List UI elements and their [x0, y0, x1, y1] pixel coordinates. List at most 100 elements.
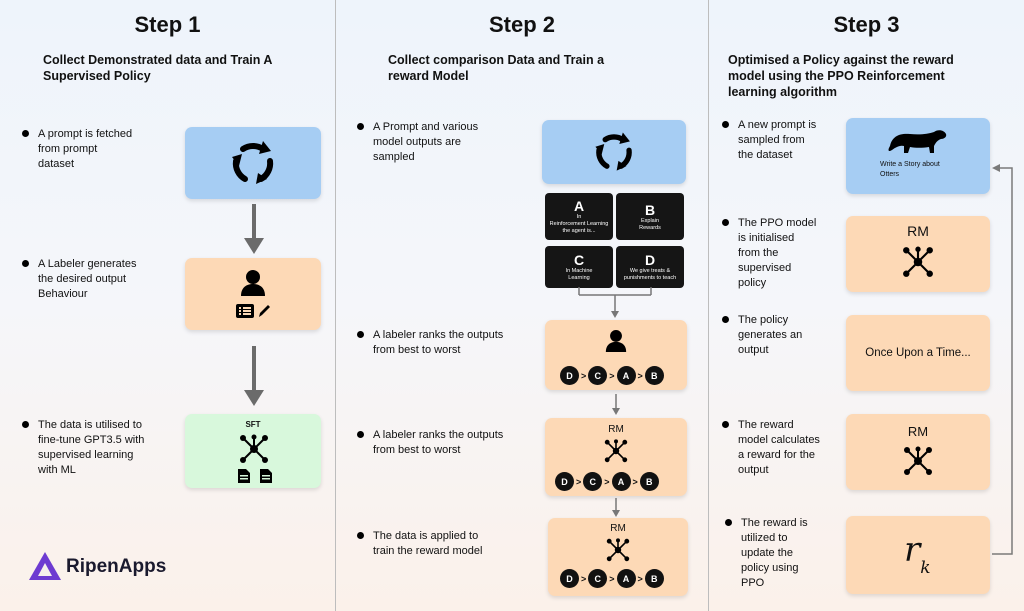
step2-bullet-2: A labeler ranks the outputs from best to… — [357, 328, 503, 358]
rm-label: RM — [610, 523, 626, 534]
step2-prompt-box — [542, 120, 686, 184]
person-icon — [241, 270, 265, 296]
rank-circle: B — [644, 366, 664, 385]
step1-prompt-box — [185, 127, 321, 199]
bullet-text: A new prompt is — [738, 119, 817, 131]
card-text: Learning — [568, 275, 590, 281]
bullet-text: with ML — [38, 464, 76, 476]
step3-reward-box: rk — [846, 516, 990, 594]
step2-subtitle-line1: Collect comparison Data and Train a — [388, 53, 605, 67]
step1-bullet-1: A prompt is fetched from prompt dataset — [22, 127, 132, 172]
card-text: We give treats & — [629, 268, 671, 274]
prompt-line: Otters — [880, 171, 900, 178]
step1-labeler-box — [185, 258, 321, 330]
bullet-dot — [22, 130, 29, 137]
recycle-icon — [595, 132, 632, 171]
step1-bullet-3: The data is utilised to fine-tune GPT3.5… — [22, 418, 144, 478]
step1-sft-box: SFT — [185, 414, 321, 488]
step1-subtitle: Collect Demonstrated data and Train A Su… — [43, 52, 333, 84]
bullet-text: A prompt is fetched — [38, 128, 133, 140]
rank-circle: D — [560, 366, 579, 385]
document-icon — [260, 469, 272, 483]
rank-separator: > — [604, 476, 610, 487]
output-card-c: C In Machine Learning — [545, 246, 613, 288]
bullet-text: output — [738, 464, 769, 476]
network-icon — [604, 439, 628, 463]
rm-label: RM — [608, 424, 624, 435]
bullet-text: from best to worst — [373, 344, 461, 356]
prompt-line: Write a Story about — [880, 161, 940, 168]
ranking-row: D > C > A > B — [555, 472, 659, 491]
bullet-text: dataset — [38, 158, 75, 170]
step2-bullet-3: A labeler ranks the outputs from best to… — [357, 428, 503, 458]
bullet-text: a reward for the — [738, 449, 816, 461]
bullet-text: sampled from — [738, 134, 805, 146]
step3-subtitle-line3: learning algorithm — [728, 85, 838, 99]
reward-formula: rk — [904, 530, 931, 578]
rank-separator: > — [581, 370, 587, 381]
rm-label: RM — [907, 424, 929, 439]
rank-circle: B — [644, 569, 664, 588]
bullet-text: the dataset — [738, 149, 793, 161]
rank-separator: > — [637, 370, 643, 381]
bullet-text: A Labeler generates — [38, 258, 137, 270]
bullet-dot — [357, 331, 364, 338]
ranking-row: D > C > A > B — [560, 366, 664, 385]
step3-subtitle-line2: model using the PPO Reinforcement — [728, 69, 945, 83]
card-text: Reinforcement Learning — [549, 221, 609, 227]
step1-title: Step 1 — [134, 12, 201, 37]
reward-subscript: k — [920, 558, 931, 578]
arrow-down-icon — [612, 394, 620, 415]
bullet-dot — [725, 519, 732, 526]
bullet-dot — [722, 121, 729, 128]
bullet-dot — [722, 219, 729, 226]
step2-subtitle: Collect comparison Data and Train a rewa… — [388, 52, 688, 84]
step3-subtitle: Optimised a Policy against the reward mo… — [728, 52, 1018, 100]
bullet-text: update the — [741, 547, 793, 559]
rank-circle: A — [616, 366, 636, 385]
bullet-dot — [357, 123, 364, 130]
output-card-a: A In Reinforcement Learning the agent is… — [545, 193, 613, 240]
bullet-text: Behaviour — [38, 288, 88, 300]
rank-circle: B — [639, 472, 659, 491]
feedback-loop-arrow-icon — [992, 164, 1013, 555]
card-letter: C — [573, 252, 585, 268]
bullet-text: The reward — [738, 419, 794, 431]
bullet-text: The PPO model — [738, 217, 817, 229]
bullet-text: is initialised — [738, 232, 795, 244]
bullet-text: A Prompt and various — [373, 121, 479, 133]
card-letter: D — [644, 252, 656, 268]
step1-subtitle-line2: Supervised Policy — [43, 69, 151, 83]
output-card-d: D We give treats & punishments to teach — [616, 246, 684, 288]
bullet-text: from the — [738, 247, 779, 259]
step3-subtitle-line1: Optimised a Policy against the reward — [728, 53, 954, 67]
step2-rm-box-1: RM D > C > A > B — [545, 418, 687, 496]
bullet-dot — [722, 421, 729, 428]
card-text: Rewards — [639, 224, 661, 231]
step2-bullet-1: A Prompt and various model outputs are s… — [357, 120, 478, 165]
card-text: In Machine — [565, 268, 593, 274]
step3-bullet-5: The reward is utilized to update the pol… — [725, 516, 808, 591]
rank-circle: D — [555, 472, 574, 491]
card-text: punishments to teach — [623, 275, 677, 281]
card-text: the agent is... — [562, 228, 596, 234]
bullet-text: output — [738, 344, 769, 356]
step3-output-box: Once Upon a Time... — [846, 315, 990, 391]
rm-label: RM — [907, 223, 929, 239]
network-icon — [904, 446, 932, 475]
rank-separator: > — [609, 573, 615, 584]
bullet-text: The data is utilised to — [38, 419, 142, 431]
rank-separator: > — [581, 573, 587, 584]
recycle-icon — [232, 141, 274, 184]
step3-prompt-box: Write a Story about Otters — [846, 118, 990, 194]
step2-bullet-4: The data is applied to train the reward … — [357, 529, 482, 559]
sft-label: SFT — [245, 420, 261, 429]
rank-circle: D — [560, 569, 579, 588]
rank-separator: > — [576, 476, 582, 487]
step1-bullet-2: A Labeler generates the desired output B… — [22, 257, 136, 302]
rank-circle: C — [588, 569, 608, 588]
card-letter: B — [644, 201, 656, 218]
bullet-dot — [22, 260, 29, 267]
list-edit-icon — [236, 304, 270, 318]
card-text: Explain — [640, 217, 660, 224]
